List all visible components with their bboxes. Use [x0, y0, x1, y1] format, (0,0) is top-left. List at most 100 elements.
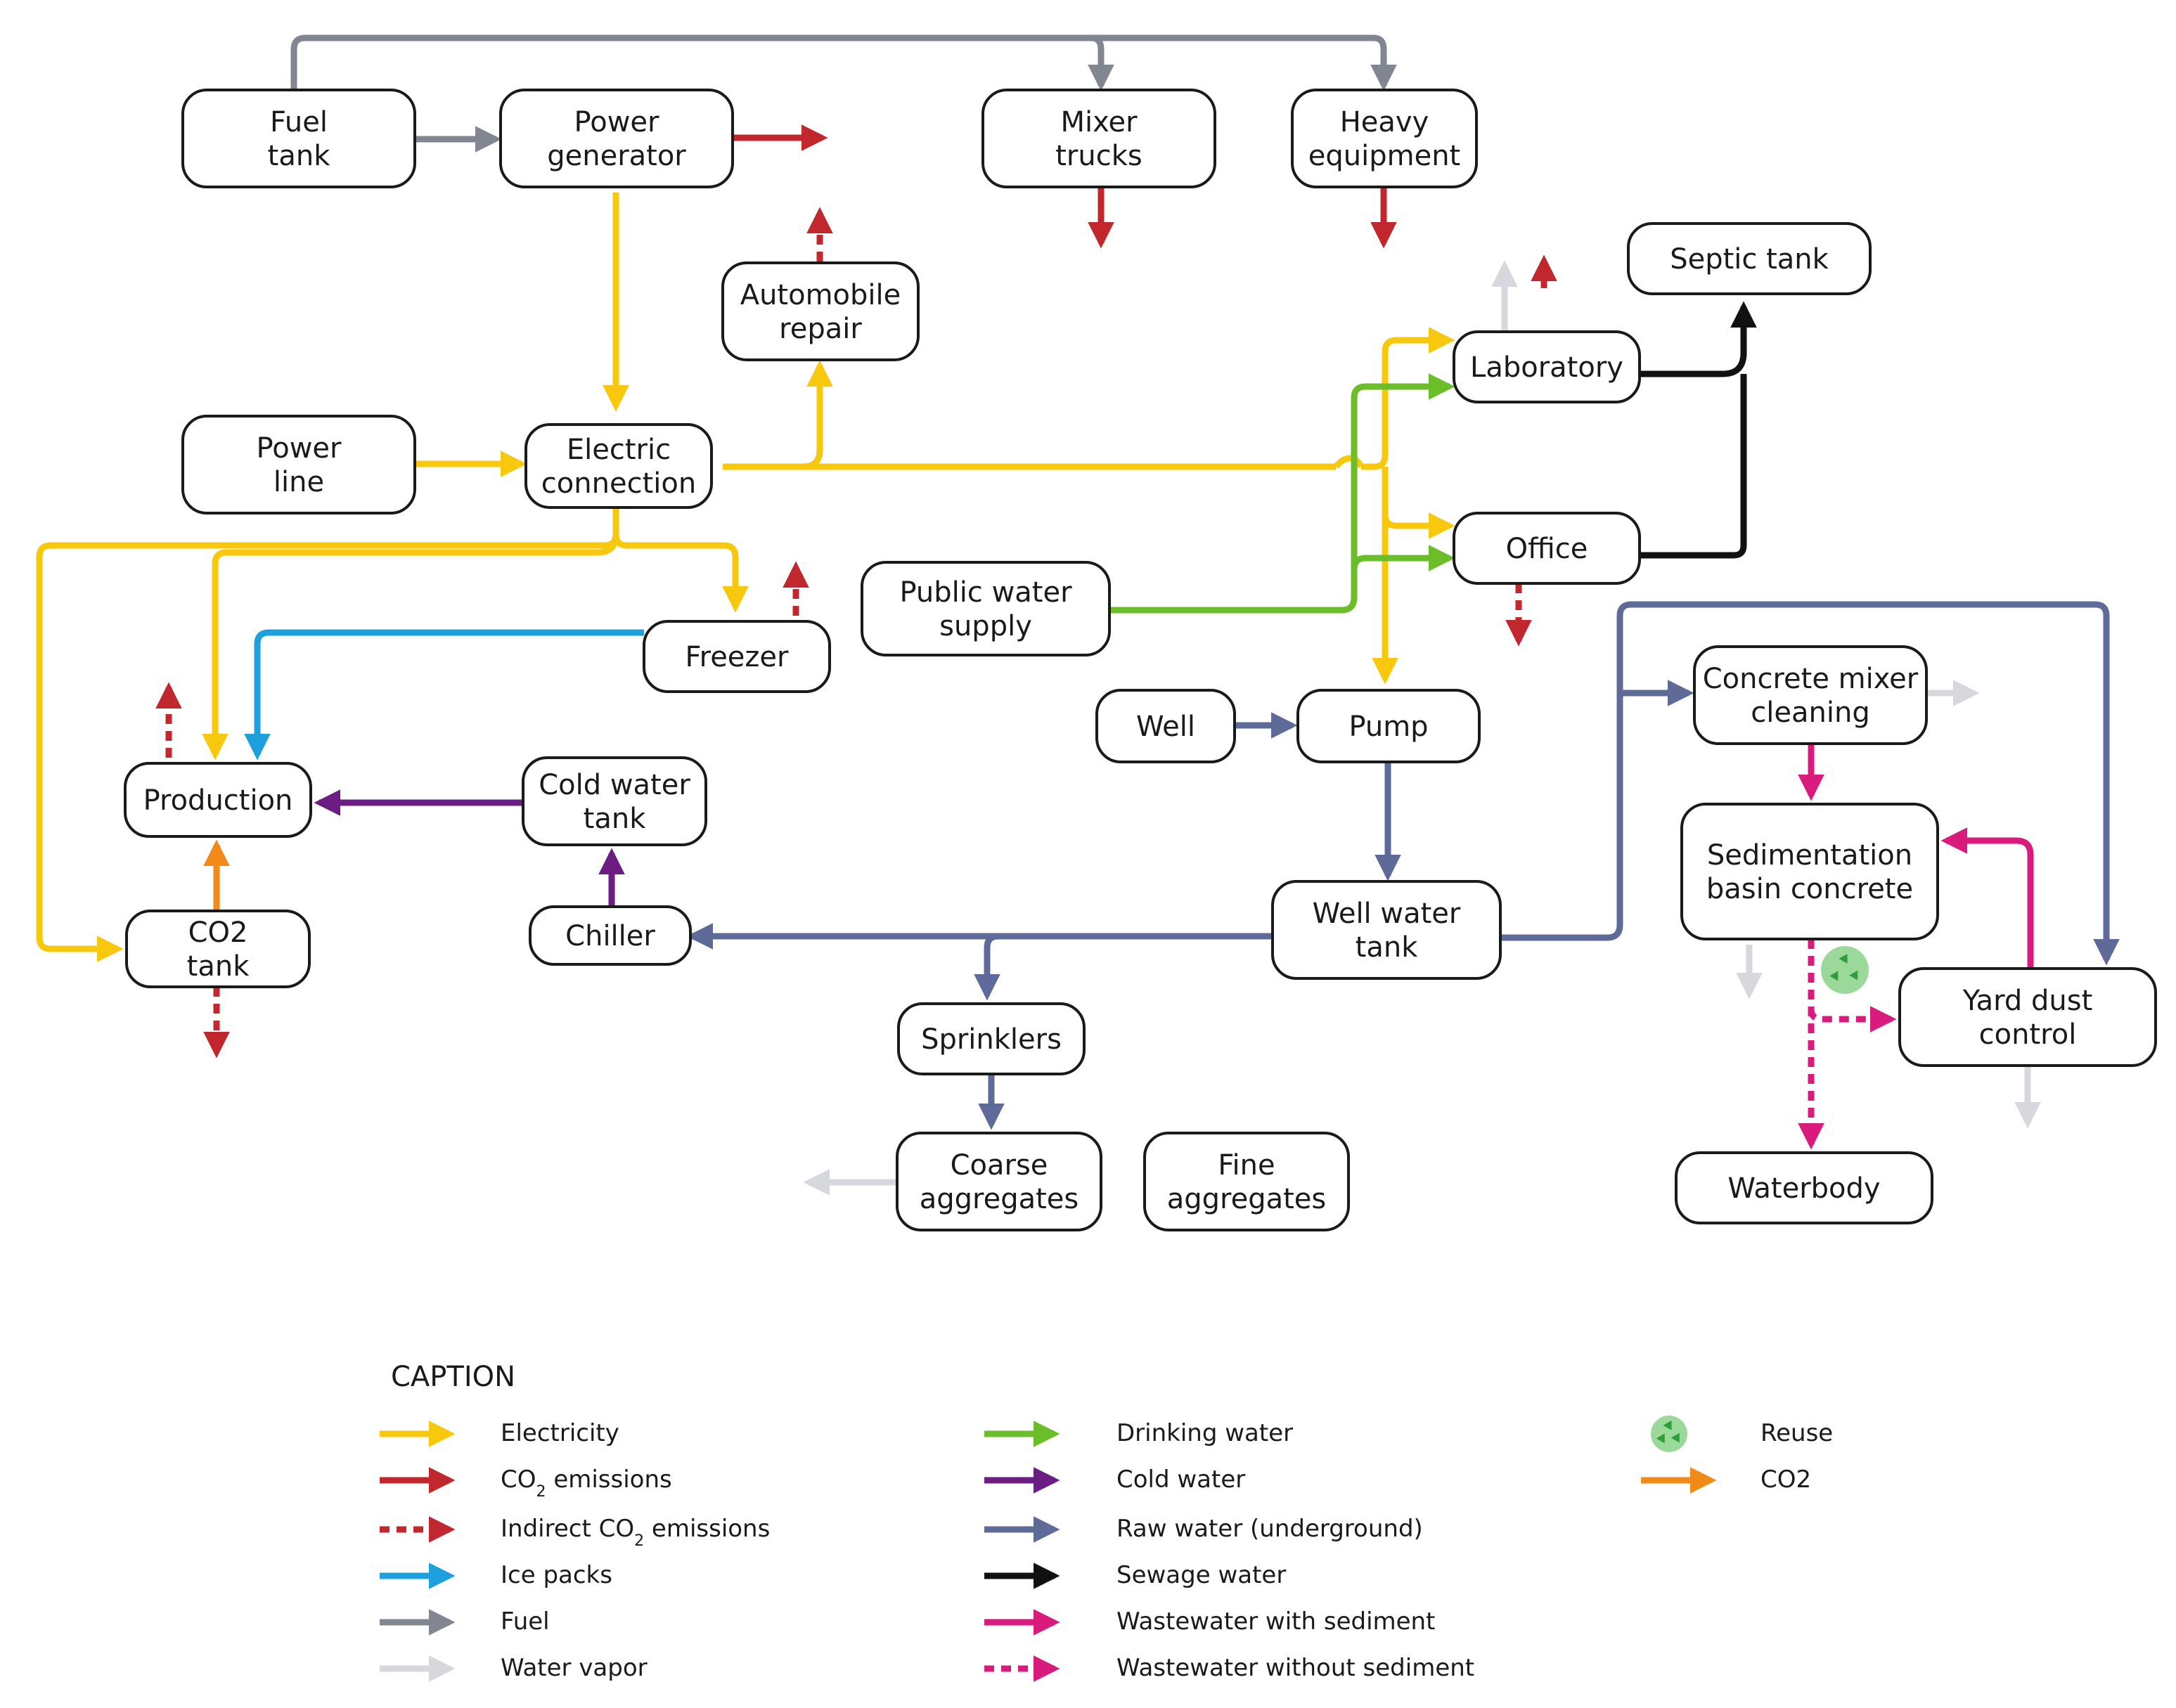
legend-item: Wastewater without sediment	[984, 1654, 1474, 1682]
node-label: Yard dust	[1962, 985, 2093, 1017]
recycle-icon	[1821, 946, 1869, 994]
node-label: Coarse	[951, 1149, 1048, 1182]
legend-item: Wastewater with sediment	[984, 1607, 1435, 1636]
raw-water-arrow	[1500, 601, 2120, 966]
node-label: Power	[574, 106, 659, 138]
electricity-arrow	[612, 533, 749, 613]
node-label: Heavy	[1340, 106, 1429, 138]
node-label: Power	[257, 432, 342, 465]
drinking-water-arrow	[1109, 373, 1455, 614]
node-label: Concrete mixer	[1703, 663, 1919, 695]
node-septic-tank: Septic tank	[1627, 222, 1872, 295]
node-label: tank	[1356, 931, 1419, 964]
node-label: Chiller	[565, 920, 655, 952]
node-label: trucks	[1055, 140, 1142, 172]
legend-label: Raw water (underground)	[1116, 1515, 1423, 1543]
legend-label: Wastewater without sediment	[1116, 1654, 1474, 1682]
node-label: tank	[584, 803, 647, 835]
node-freezer: Freezer	[643, 620, 831, 693]
node-label: Office	[1506, 533, 1588, 565]
electricity-arrow	[36, 507, 619, 962]
legend-label: Fuel	[501, 1607, 550, 1636]
node-label: Pump	[1348, 711, 1428, 743]
node-label: Mixer	[1060, 106, 1138, 138]
node-label: Sedimentation	[1707, 839, 1912, 872]
legend-label: Wastewater with sediment	[1116, 1607, 1435, 1636]
node-label: Septic tank	[1670, 243, 1829, 276]
node-laboratory: Laboratory	[1453, 330, 1641, 403]
node-label: aggregates	[920, 1183, 1079, 1215]
sewage-water-arrow	[1640, 374, 1747, 559]
node-label: Automobile	[740, 279, 901, 311]
node-label: Cold water	[539, 769, 690, 801]
ice-packs-arrow	[244, 629, 644, 761]
node-label: equipment	[1308, 140, 1460, 172]
node-label: Well water	[1313, 898, 1461, 930]
legend-item: Reuse	[1651, 1416, 1833, 1452]
legend-label: CO2	[1760, 1466, 1811, 1494]
node-label: Public water	[899, 576, 1072, 609]
legend-label: Reuse	[1760, 1419, 1833, 1447]
legend-label: Drinking water	[1116, 1419, 1293, 1447]
legend-label: CO2 emissions	[501, 1466, 672, 1501]
legend-label: Ice packs	[501, 1561, 612, 1589]
node-label: control	[1979, 1018, 2077, 1051]
legend-item: CO2	[1641, 1466, 1811, 1494]
node-production: Production	[124, 762, 312, 838]
electricity-arrow	[1382, 467, 1455, 539]
node-label: Laboratory	[1470, 351, 1623, 384]
legend-label: Electricity	[501, 1419, 619, 1447]
legend-item: Indirect CO2 emissions	[380, 1515, 770, 1550]
legend-label: Sewage water	[1116, 1561, 1286, 1589]
node-label: Electric	[567, 434, 671, 466]
node-label: Production	[143, 784, 293, 817]
legend-label: Water vapor	[501, 1654, 648, 1682]
legend-item: Fuel	[380, 1607, 550, 1636]
fuel-arrow	[290, 34, 1114, 91]
legend-item: Raw water (underground)	[984, 1515, 1423, 1543]
node-pump: Pump	[1296, 689, 1481, 763]
node-label: Waterbody	[1727, 1172, 1880, 1205]
node-label: repair	[779, 313, 862, 345]
raw-water-arrow	[974, 933, 1000, 1001]
legend-item: Ice packs	[380, 1561, 612, 1589]
legend-item: Drinking water	[984, 1419, 1293, 1447]
node-label: line	[273, 466, 324, 498]
node-label: Sprinklers	[921, 1023, 1062, 1056]
node-office: Office	[1453, 512, 1641, 585]
node-label: Freezer	[685, 641, 789, 673]
electricity-arrow	[1333, 455, 1365, 469]
node-waterbody: Waterbody	[1675, 1151, 1933, 1224]
sewage-water-arrow	[1640, 301, 1757, 377]
dashed-wastewater-arrow	[1808, 1006, 1897, 1033]
node-label: Fuel	[270, 106, 328, 138]
caption-title: CAPTION	[391, 1361, 515, 1393]
electricity-arrow	[1361, 327, 1455, 470]
node-label: basin concrete	[1706, 873, 1913, 905]
node-label: generator	[547, 140, 686, 172]
flow-arrows	[36, 34, 2120, 1196]
node-label: tank	[268, 140, 331, 172]
legend-item: Sewage water	[984, 1561, 1286, 1589]
fuel-arrow	[1091, 34, 1397, 91]
node-label: tank	[187, 950, 250, 983]
node-chiller: Chiller	[529, 905, 692, 966]
legend-label: Cold water	[1116, 1466, 1245, 1494]
node-label: supply	[939, 610, 1032, 642]
